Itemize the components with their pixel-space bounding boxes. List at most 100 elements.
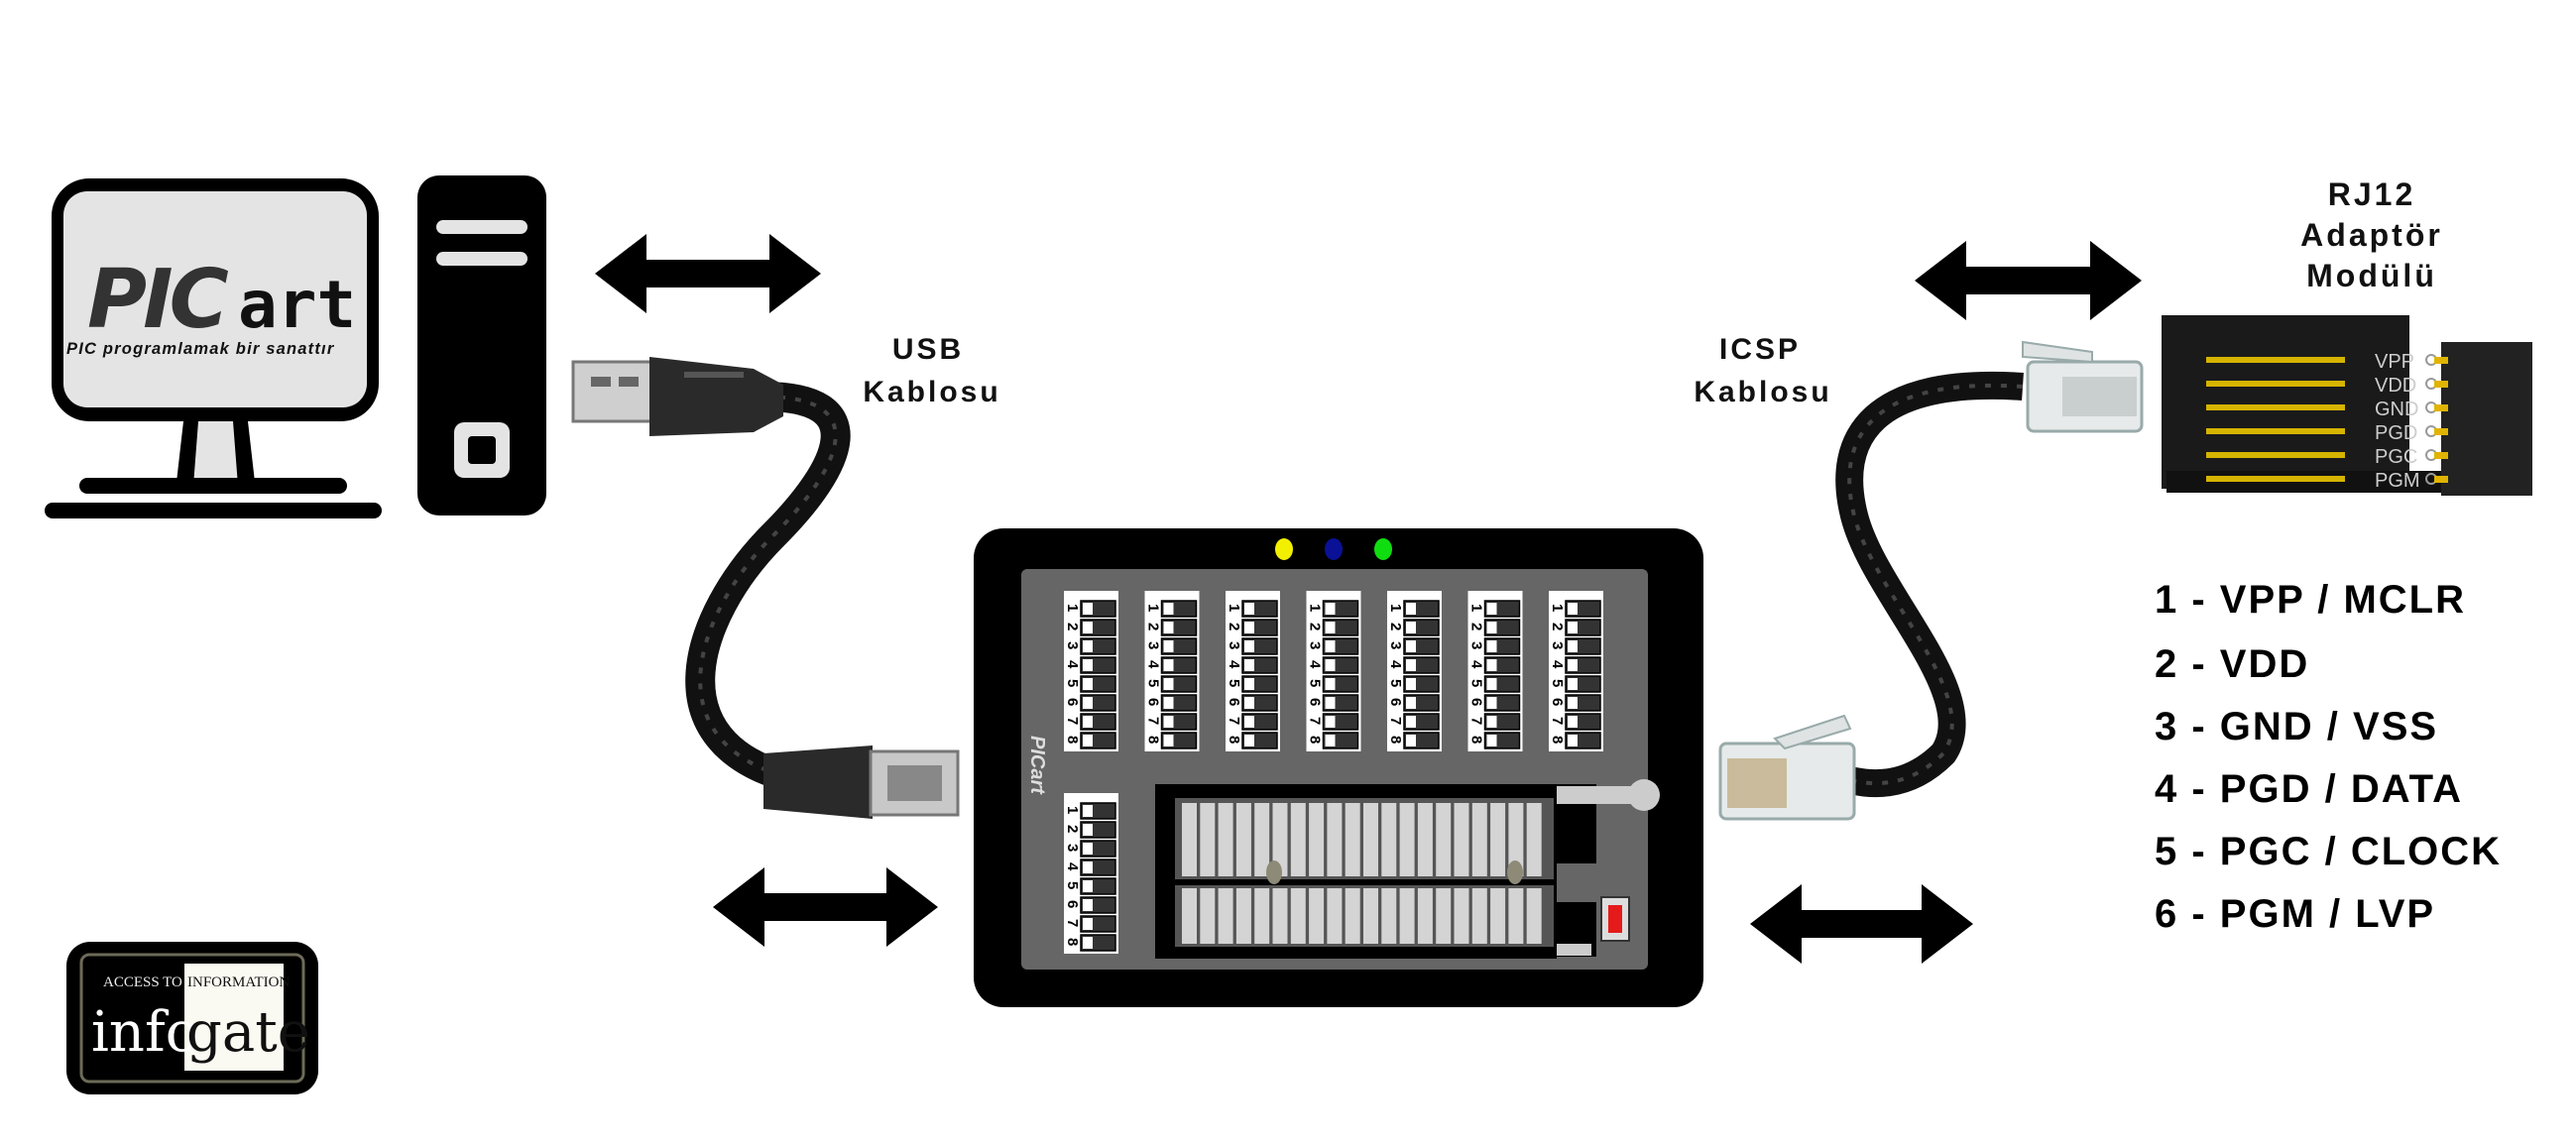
zif-pin bbox=[1345, 888, 1360, 944]
dip-number: 4 bbox=[1468, 660, 1485, 669]
dip-switch[interactable] bbox=[1080, 840, 1116, 858]
dip-switch[interactable] bbox=[1241, 732, 1278, 749]
zif-pin bbox=[1526, 888, 1542, 944]
dip-switch[interactable] bbox=[1483, 732, 1521, 749]
dip-number: 1 bbox=[1145, 604, 1162, 612]
adapter-header-pin bbox=[2434, 357, 2448, 364]
dip-switch[interactable] bbox=[1160, 713, 1198, 731]
dip-switch[interactable] bbox=[1565, 637, 1601, 655]
dip-number: 2 bbox=[1064, 825, 1081, 833]
dip-switch[interactable] bbox=[1565, 713, 1601, 731]
dip-switch[interactable] bbox=[1403, 694, 1440, 712]
dip-switch[interactable] bbox=[1080, 694, 1116, 712]
dip-switch[interactable] bbox=[1080, 619, 1116, 636]
dip-switch[interactable] bbox=[1483, 600, 1521, 618]
dip-switch[interactable] bbox=[1241, 637, 1278, 655]
adapter-label-line1: RJ12 bbox=[2328, 176, 2416, 212]
dip-switch[interactable] bbox=[1565, 694, 1601, 712]
zif-pin bbox=[1471, 803, 1487, 876]
dip-switch[interactable] bbox=[1483, 637, 1521, 655]
dip-switch[interactable] bbox=[1160, 600, 1198, 618]
dip-switch[interactable] bbox=[1565, 600, 1601, 618]
zif-pin bbox=[1417, 803, 1433, 876]
dip-switch[interactable] bbox=[1322, 600, 1359, 618]
monitor-logo-pic: PIC bbox=[87, 253, 229, 347]
dip-switch[interactable] bbox=[1322, 675, 1359, 693]
zif-pin bbox=[1200, 803, 1216, 876]
zif-pin bbox=[1508, 803, 1524, 876]
dip-number: 5 bbox=[1064, 679, 1081, 687]
dip-switch[interactable] bbox=[1565, 732, 1601, 749]
dip-switch[interactable] bbox=[1483, 619, 1521, 636]
dip-switch[interactable] bbox=[1080, 859, 1116, 876]
dip-switch[interactable] bbox=[1241, 619, 1278, 636]
zif-pin bbox=[1454, 803, 1469, 876]
dip-switch[interactable] bbox=[1080, 675, 1116, 693]
dip-number: 2 bbox=[1064, 623, 1081, 630]
dip-switch[interactable] bbox=[1403, 732, 1440, 749]
dip-switch[interactable] bbox=[1080, 934, 1116, 952]
dip-switch[interactable] bbox=[1483, 656, 1521, 674]
dip-switch[interactable] bbox=[1080, 600, 1116, 618]
dip-switch[interactable] bbox=[1241, 713, 1278, 731]
dip-switch[interactable] bbox=[1241, 694, 1278, 712]
dip-switch[interactable] bbox=[1241, 656, 1278, 674]
dip-switch[interactable] bbox=[1160, 732, 1198, 749]
status-led bbox=[1374, 538, 1392, 560]
dip-switch[interactable] bbox=[1322, 619, 1359, 636]
dip-switch[interactable] bbox=[1483, 694, 1521, 712]
usb-cable-label-line1: USB bbox=[892, 333, 964, 366]
dip-switch[interactable] bbox=[1322, 713, 1359, 731]
dip-switch[interactable] bbox=[1403, 713, 1440, 731]
dip-switch[interactable] bbox=[1322, 732, 1359, 749]
dip-switch[interactable] bbox=[1565, 619, 1601, 636]
dip-switch[interactable] bbox=[1080, 915, 1116, 933]
dip-switch[interactable] bbox=[1403, 600, 1440, 618]
dip-switch[interactable] bbox=[1241, 600, 1278, 618]
dip-number: 6 bbox=[1145, 698, 1162, 706]
dip-switch[interactable] bbox=[1080, 656, 1116, 674]
dip-switch[interactable] bbox=[1565, 656, 1601, 674]
dip-number: 6 bbox=[1468, 698, 1485, 706]
reset-button[interactable] bbox=[1600, 896, 1630, 942]
zif-pin bbox=[1363, 888, 1378, 944]
dip-switch[interactable] bbox=[1403, 656, 1440, 674]
zif-pin bbox=[1200, 888, 1216, 944]
dip-switch[interactable] bbox=[1160, 694, 1198, 712]
zif-pin bbox=[1436, 803, 1452, 876]
dip-switch[interactable] bbox=[1322, 637, 1359, 655]
dip-switch[interactable] bbox=[1322, 656, 1359, 674]
dip-switch[interactable] bbox=[1403, 637, 1440, 655]
dip-switch[interactable] bbox=[1080, 713, 1116, 731]
dip-switch[interactable] bbox=[1080, 637, 1116, 655]
dip-switch[interactable] bbox=[1483, 713, 1521, 731]
dip-number: 6 bbox=[1064, 698, 1081, 706]
adapter-pin-label: PGD bbox=[2375, 422, 2417, 444]
dip-switch[interactable] bbox=[1160, 619, 1198, 636]
zif-socket bbox=[1155, 784, 1596, 959]
dip-switch[interactable] bbox=[1565, 675, 1601, 693]
zif-lever[interactable] bbox=[1557, 779, 1660, 956]
adapter-pin-label: VPP bbox=[2375, 351, 2414, 373]
dip-switch[interactable] bbox=[1080, 896, 1116, 914]
zif-pin bbox=[1309, 803, 1325, 876]
dip-switch[interactable] bbox=[1483, 675, 1521, 693]
dip-switch[interactable] bbox=[1403, 675, 1440, 693]
dip-switch[interactable] bbox=[1241, 675, 1278, 693]
dip-switch[interactable] bbox=[1160, 656, 1198, 674]
dip-switch[interactable] bbox=[1080, 732, 1116, 749]
pinout-item: 2 - VDD bbox=[2155, 642, 2309, 686]
dip-switch[interactable] bbox=[1322, 694, 1359, 712]
dip-switch[interactable] bbox=[1403, 619, 1440, 636]
dip-number: 1 bbox=[1468, 604, 1485, 612]
monitor-icon: PIC art PIC programlamak bir sanattır bbox=[45, 178, 382, 518]
dip-switch[interactable] bbox=[1160, 637, 1198, 655]
dip-switch[interactable] bbox=[1160, 675, 1198, 693]
dip-switch[interactable] bbox=[1080, 821, 1116, 839]
dip-switch[interactable] bbox=[1080, 877, 1116, 895]
zif-pin bbox=[1363, 803, 1378, 876]
dip-switch[interactable] bbox=[1080, 802, 1116, 820]
zif-pin bbox=[1490, 888, 1506, 944]
zif-pin bbox=[1399, 888, 1415, 944]
